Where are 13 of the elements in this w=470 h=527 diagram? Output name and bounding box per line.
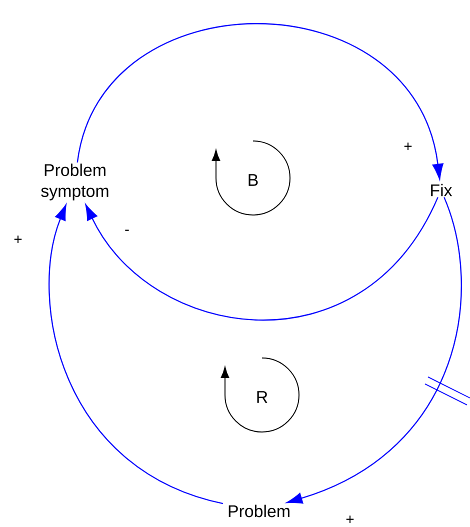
polarity-sign: +: [14, 236, 22, 243]
variable-label: Problem: [228, 504, 290, 518]
arrow: [85, 197, 438, 320]
arrow: [286, 197, 462, 504]
variable-label: Fix: [431, 184, 452, 196]
variable-label: Problem symptom: [41, 164, 108, 200]
loop-label: B: [248, 174, 258, 186]
polarity-sign: +: [346, 516, 354, 523]
arrow: [76, 23, 444, 180]
polarity-sign: +: [404, 142, 412, 150]
polarity-sign: -: [125, 230, 129, 231]
arrow: [48, 204, 224, 504]
loop-label: R: [257, 391, 268, 403]
